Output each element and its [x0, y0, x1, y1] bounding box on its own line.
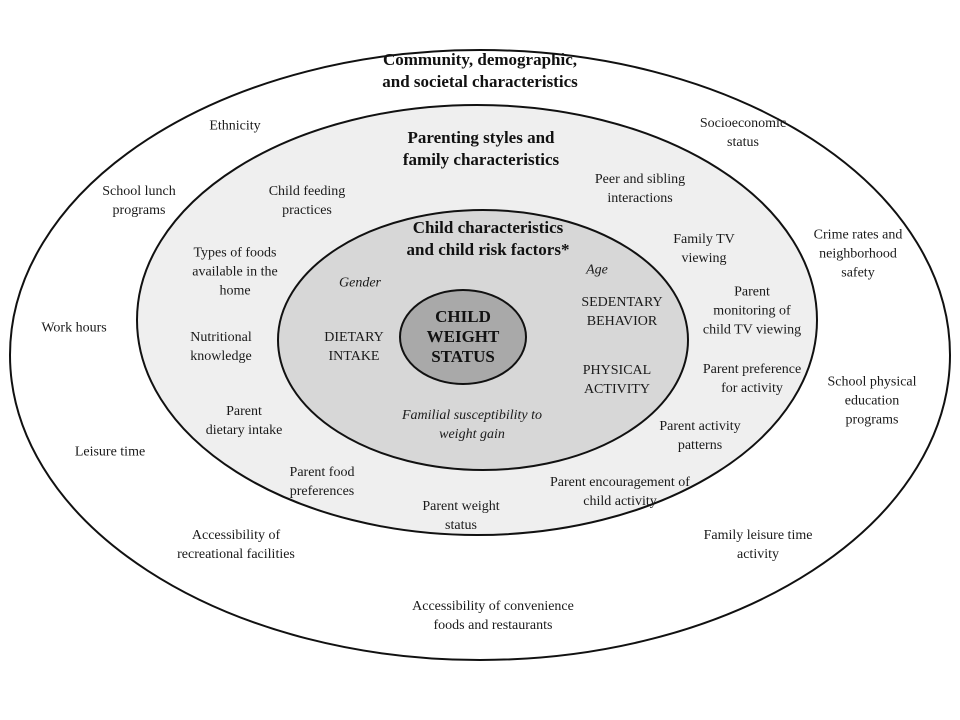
core-ring [399, 289, 527, 385]
crime-rates-label: Crime rates and neighborhood safety [813, 227, 903, 281]
dietary-intake-label: DIETARY INTAKE [324, 330, 384, 364]
nutritional-knowledge-label: Nutritional knowledge [190, 330, 252, 364]
parent-dietary-intake-label: Parent dietary intake [205, 404, 283, 438]
work-hours-label: Work hours [41, 320, 107, 336]
peer-sibling-interactions-label: Peer and sibling interactions [594, 172, 686, 206]
parent-food-preferences-label: Parent food preferences [289, 465, 355, 499]
inner-ring-heading: Child characteristics and child risk fac… [406, 218, 570, 259]
child-weight-status-label: CHILD WEIGHT STATUS [426, 307, 500, 366]
parent-activity-patterns-label: Parent activity patterns [659, 419, 741, 453]
types-of-foods-label: Types of foods available in the home [192, 245, 278, 299]
gender-label: Gender [339, 275, 381, 291]
parent-weight-status-label: Parent weight status [422, 499, 500, 533]
parent-encouragement-label: Parent encouragement of child activity [550, 475, 690, 509]
familial-susceptibility-label: Familial susceptibility to weight gain [402, 408, 542, 442]
parent-preference-activity-label: Parent preference for activity [702, 362, 802, 396]
socioeconomic-status-label: Socioeconomic status [699, 116, 787, 150]
convenience-foods-label: Accessibility of convenience foods and r… [412, 599, 574, 633]
physical-activity-label: PHYSICAL ACTIVITY [582, 363, 652, 397]
ethnicity-label: Ethnicity [209, 118, 261, 134]
age-label: Age [586, 262, 608, 278]
family-leisure-activity-label: Family leisure time activity [703, 528, 813, 562]
family-tv-viewing-label: Family TV viewing [673, 232, 735, 266]
middle-ring-heading: Parenting styles and family characterist… [402, 128, 560, 169]
leisure-time-label: Leisure time [74, 444, 146, 460]
recreational-facilities-label: Accessibility of recreational facilities [177, 528, 295, 562]
outer-ring-heading: Community, demographic, and societal cha… [382, 50, 578, 91]
parent-monitoring-tv-label: Parent monitoring of child TV viewing [702, 284, 802, 338]
child-feeding-practices-label: Child feeding practices [268, 184, 346, 218]
school-lunch-programs-label: School lunch programs [102, 184, 176, 218]
sedentary-behavior-label: SEDENTARY BEHAVIOR [581, 295, 663, 329]
school-physical-education-label: School physical education programs [827, 374, 917, 428]
